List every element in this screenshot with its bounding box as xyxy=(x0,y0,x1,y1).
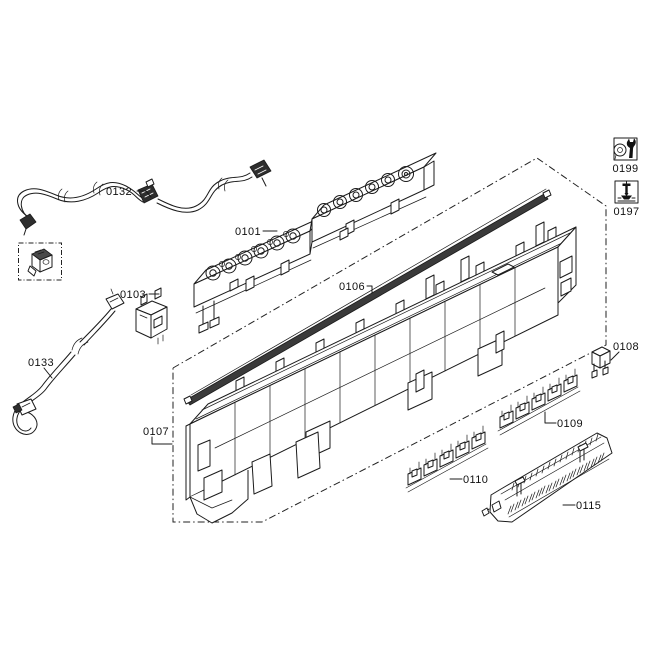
part-0109-leader-line xyxy=(544,411,557,424)
part-0103-label: 0103 xyxy=(120,289,146,301)
part-0133-label: 0133 xyxy=(28,357,54,369)
part-0115-ribbed-strip: 0115 xyxy=(481,432,613,523)
part-0133-leader-line xyxy=(43,367,53,379)
part-0106-leader-line xyxy=(366,285,373,294)
part-0107-leader-line xyxy=(151,436,173,445)
part-0107-label: 0107 xyxy=(143,426,169,438)
legend-label-0197: 0197 xyxy=(613,206,639,218)
part-0108-label: 0108 xyxy=(613,341,639,353)
part-0103-switch: 0103 xyxy=(120,287,168,345)
part-0101-control-module: 0101 xyxy=(193,152,437,334)
part-0108-clip: 0108 xyxy=(591,341,639,379)
screw-insert-icon xyxy=(614,180,639,204)
part-0101-label: 0101 xyxy=(235,226,261,238)
part-0132-connector-left xyxy=(19,213,37,230)
legend-label-0199: 0199 xyxy=(612,163,638,175)
part-0133-cable: 0133 xyxy=(12,288,125,435)
part-0109-clip-strip: 0109 xyxy=(497,368,583,436)
assembly-boundary-outline xyxy=(172,157,607,523)
part-0110-clip-strip: 0110 xyxy=(405,425,489,493)
part-0108-leader-line xyxy=(610,351,620,361)
part-0106-label: 0106 xyxy=(339,281,365,293)
part-0110-label: 0110 xyxy=(463,474,488,486)
part-0107-panel-housing: 0107 xyxy=(143,221,577,524)
wrench-circle-icon xyxy=(613,137,638,161)
part-0109-label: 0109 xyxy=(557,418,583,430)
part-0115-label: 0115 xyxy=(576,500,601,512)
part-0132-label: 0132 xyxy=(106,186,132,198)
part-0132-wiring-harness: 0132 xyxy=(17,159,272,236)
part-0132-connector-right xyxy=(249,159,272,179)
part-0132-leader-line xyxy=(136,190,152,198)
part-0106-rail: 0106 xyxy=(183,188,552,406)
legend: 0199 0197 xyxy=(612,137,639,218)
accessory-kit-box xyxy=(18,242,62,281)
